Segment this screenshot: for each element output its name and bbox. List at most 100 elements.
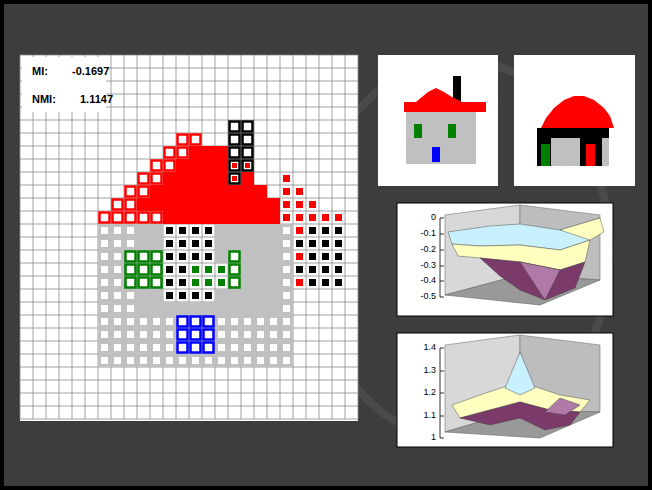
metric-value: NMI: (32, 94, 56, 105)
wall-edge-mark (231, 318, 238, 325)
grid-line (20, 406, 358, 407)
wall-cell (137, 224, 150, 237)
shifted-wall-cell (296, 240, 303, 247)
wall-edge-mark (166, 318, 173, 325)
wall-cell (150, 289, 163, 302)
window-cell (139, 278, 149, 288)
roof-cell (241, 211, 254, 224)
roof-cell (176, 172, 189, 185)
wall-edge-mark (283, 227, 290, 234)
chimney-cell (243, 161, 253, 171)
axis-tick-label: 0 (431, 213, 436, 222)
wall-edge-mark (205, 357, 212, 364)
wall-edge-mark (283, 344, 290, 351)
wall-cell (215, 302, 228, 315)
wall-cell (163, 302, 176, 315)
roof-outline-cell (139, 213, 149, 223)
roof-cell (254, 211, 267, 224)
roof-cell (137, 198, 150, 211)
shifted-wall-cell (335, 279, 342, 286)
wall-edge-cell (254, 315, 267, 328)
axis-tick-label: 1.1 (423, 411, 436, 420)
shifted-wall-cell (322, 266, 329, 273)
wall-cell (228, 276, 241, 289)
shifted-wall-cell (309, 227, 316, 234)
wall-cell (176, 328, 189, 341)
wall-edge-cell (98, 302, 111, 315)
grid-line (20, 380, 358, 381)
shifted-wall-cell (335, 253, 342, 260)
shifted-wall-cell (205, 240, 212, 247)
shifted-wall-cell (166, 253, 173, 260)
chimney-roof-mark (232, 176, 237, 181)
wall-cell (228, 250, 241, 263)
wall-edge-mark (257, 318, 264, 325)
shifted-wall-cell (166, 279, 173, 286)
grid-line (20, 120, 358, 121)
roof-cell (228, 185, 241, 198)
axis-tick-label: -0.4 (420, 276, 436, 285)
wall-edge-cell (137, 328, 150, 341)
wall-edge-cell (280, 289, 293, 302)
wall-edge-cell (137, 354, 150, 367)
roof-cell (189, 185, 202, 198)
wall-edge-cell (124, 354, 137, 367)
wall-cell (241, 276, 254, 289)
wall-edge-cell (202, 354, 215, 367)
wall-cell (228, 302, 241, 315)
wall-edge-cell (280, 224, 293, 237)
roof-cell (176, 198, 189, 211)
axis-tick-label: 1.2 (423, 388, 436, 397)
wall-edge-mark (114, 279, 121, 286)
roof-cell (176, 185, 189, 198)
shifted-wall-cell (179, 227, 186, 234)
wall-edge-cell (163, 354, 176, 367)
wall-edge-mark (114, 344, 121, 351)
roof-cell (267, 211, 280, 224)
shifted-wall-cell (309, 279, 316, 286)
roof-cell (241, 172, 254, 185)
roof-cell (189, 172, 202, 185)
wall-edge-mark (101, 253, 108, 260)
wall-cell (202, 328, 215, 341)
shifted-window-cell (192, 279, 199, 286)
wall-edge-mark (127, 292, 134, 299)
shifted-wall-cell (166, 227, 173, 234)
wall-edge-cell (241, 328, 254, 341)
wall-edge-cell (124, 224, 137, 237)
wall-edge-cell (215, 328, 228, 341)
wall-edge-cell (98, 276, 111, 289)
roof-cell (215, 185, 228, 198)
roof-cell (241, 198, 254, 211)
wall-cell (254, 224, 267, 237)
wall-cell (241, 250, 254, 263)
shifted-roof-cell (283, 214, 290, 221)
wall-edge-cell (280, 354, 293, 367)
wall-edge-mark (257, 357, 264, 364)
wall-edge-cell (111, 276, 124, 289)
shifted-wall-cell (309, 240, 316, 247)
pixel-grid (20, 55, 358, 419)
wall-edge-mark (283, 305, 290, 312)
wall-cell (150, 237, 163, 250)
door-cell (204, 330, 214, 340)
wall-cell (124, 263, 137, 276)
wall-cell (241, 302, 254, 315)
shifted-wall-cell (166, 266, 173, 273)
shifted-wall-cell (335, 240, 342, 247)
wall-edge-cell (163, 341, 176, 354)
shifted-wall-cell (296, 266, 303, 273)
wall-edge-cell (98, 237, 111, 250)
wall-cell (241, 263, 254, 276)
window-cell (139, 252, 149, 262)
wall-edge-mark (270, 318, 277, 325)
wall-edge-mark (283, 266, 290, 273)
wall-cell (124, 276, 137, 289)
shifted-roof-cell (296, 227, 303, 234)
roof-outline-cell (126, 187, 136, 197)
grid-line (20, 237, 358, 238)
grid-line (20, 393, 358, 394)
window-cell (126, 252, 136, 262)
floating-house (537, 96, 614, 166)
